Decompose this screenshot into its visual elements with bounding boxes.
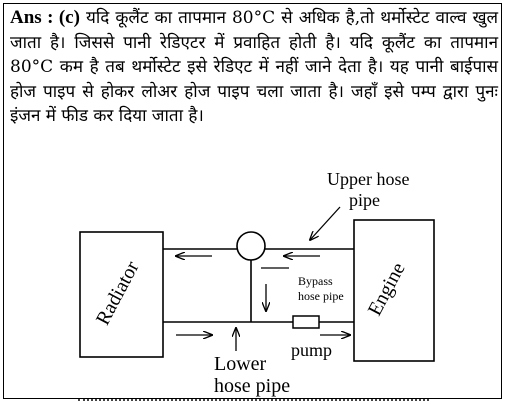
answer-lead: Ans : (c) — [10, 7, 80, 28]
bypass-label-2: hose pipe — [298, 289, 344, 303]
pump-box — [292, 315, 320, 329]
bypass-label-1: Bypass — [298, 274, 333, 288]
engine-box — [353, 219, 435, 362]
pump-label: pump — [291, 340, 332, 360]
lower-hose-label-1: Lower — [214, 353, 267, 375]
answer-paragraph: Ans : (c) यदि कूलैंट का तापमान 80°C से अ… — [10, 6, 498, 129]
upper-hose-label-2: pipe — [349, 190, 380, 210]
flow-arrow-upper-hose — [310, 206, 341, 240]
answer-text: यदि कूलैंट का तापमान 80°C से अधिक है,तो … — [10, 8, 498, 126]
upper-hose-label-1: Upper hose — [327, 169, 409, 189]
cropped-next-line — [3, 398, 504, 404]
lower-hose-label-2: hose pipe — [214, 375, 290, 397]
radiator-box — [79, 231, 164, 358]
thermostat-valve — [236, 231, 266, 261]
